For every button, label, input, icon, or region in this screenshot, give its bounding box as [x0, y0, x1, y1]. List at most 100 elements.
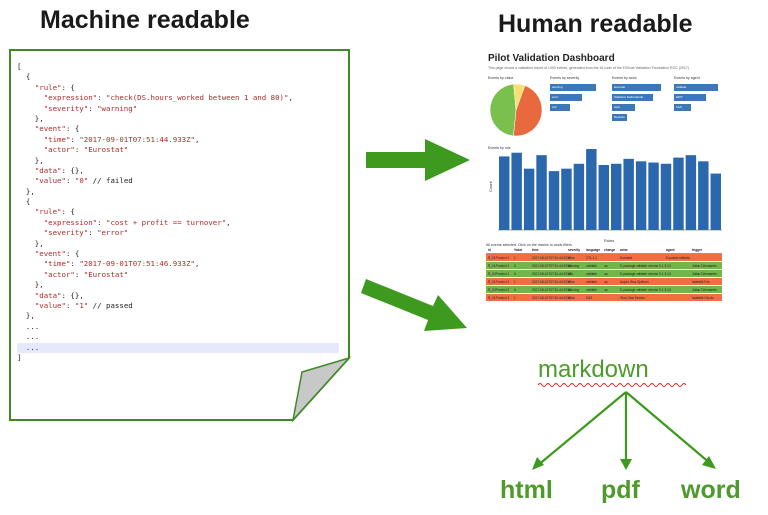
table-cell: R_01Product 2 — [488, 279, 510, 284]
code-line: "time": "2017-09-01T07:51:44.933Z", — [43, 134, 200, 144]
table-cell: error — [568, 279, 575, 284]
bar — [611, 163, 622, 230]
code-line: ... — [17, 321, 40, 331]
table-header-cell: change — [604, 247, 616, 252]
pie-slice — [513, 83, 526, 111]
table-cell: 2017-08-01T07:51:44.933Z — [532, 255, 571, 260]
code-line: ] — [17, 352, 22, 362]
spellcheck-underline — [537, 383, 687, 387]
panel-label-severity: Events by severity — [550, 76, 580, 80]
hbar: Destatis — [612, 114, 627, 121]
panel-label-value: Events by value — [488, 76, 514, 80]
table-cell: E-package validate version 0.1.3.10 — [620, 271, 671, 276]
table-cell: 1 — [514, 255, 516, 260]
bar-ylabel: Count — [488, 180, 493, 192]
table-cell: 0 — [514, 287, 516, 292]
bar — [523, 168, 535, 230]
table-cell: VTL 1.1 — [586, 255, 598, 260]
branch-arrowhead-html — [532, 457, 544, 470]
table-cell: Aujoin Gios Sjolkmn — [620, 279, 649, 284]
table-header-cell: Value — [514, 247, 523, 252]
bar — [660, 163, 672, 230]
table-caption: All events selected. Click on the graphs… — [486, 243, 572, 247]
hbar-label: Eurostat — [614, 85, 626, 89]
hbar: Statistics Netherlands — [612, 94, 653, 101]
hbar-label: validate — [676, 85, 687, 89]
table-header-cell: language — [586, 247, 600, 252]
table-cell: error — [568, 255, 575, 260]
hbar: info — [550, 104, 571, 111]
code-line: }, — [17, 311, 35, 321]
table-header-cell: id — [488, 247, 491, 252]
table-cell: Jullan Demaseter — [692, 263, 717, 268]
code-line: "actor": "Eurostat" — [43, 269, 129, 279]
bar — [536, 155, 547, 230]
hbar-label: Istat — [614, 105, 620, 109]
code-line: "severity": "warning" — [43, 103, 138, 113]
table-cell: Istatistik Fax — [692, 279, 710, 284]
bar — [623, 158, 634, 230]
code-line: "event": { — [34, 124, 80, 134]
code-line: }, — [17, 113, 44, 123]
bar — [698, 161, 709, 230]
validation-dashboard: Pilot Validation Dashboard This page sho… — [484, 50, 734, 305]
bar — [648, 162, 659, 230]
code-line: ... — [17, 332, 40, 342]
code-line: "value": "1" // passed — [34, 300, 133, 310]
table-cell: SAS — [586, 295, 593, 300]
table-cell: E-package validate version 0.1.3.10 — [620, 263, 671, 268]
bar — [573, 163, 585, 230]
bar — [499, 156, 510, 230]
table-cell: Eurostat — [620, 255, 632, 260]
bar — [598, 164, 609, 230]
code-line: ... — [17, 342, 339, 353]
table-cell: info — [568, 271, 574, 276]
table-cell: warning — [568, 263, 580, 268]
code-line: "severity": "error" — [43, 228, 129, 238]
hbar: error — [550, 94, 582, 101]
hbar-severity: warning error info — [550, 84, 608, 134]
bar — [586, 149, 597, 230]
arrow-to-markdown — [361, 279, 467, 331]
table-cell: R_02Product 1 — [488, 271, 510, 276]
table-cell: Gios Gios Verdon — [620, 295, 645, 300]
table-cell: up — [604, 279, 608, 284]
hbar-label: info — [552, 105, 557, 109]
table-header-cell: agent — [666, 247, 675, 252]
bar — [635, 161, 647, 230]
code-line: }, — [17, 238, 44, 248]
table-cell: up — [604, 287, 608, 292]
code-line: "event": { — [34, 249, 80, 259]
table-header-cell: time — [532, 247, 539, 252]
pie-chart — [489, 83, 543, 137]
table-cell: 2017-08-01T07:51:44.933Z — [532, 287, 571, 292]
table-cell: validate — [586, 271, 597, 276]
code-line: "time": "2017-09-01T07:51:46.933Z", — [43, 259, 200, 269]
bar — [673, 157, 684, 230]
hbar-label: SAS — [676, 105, 683, 109]
code-line: "expression": "cost + profit == turnover… — [43, 217, 231, 227]
folded-corner — [291, 356, 352, 423]
table-cell: Istatistik Gio Ac — [692, 295, 714, 300]
bar — [511, 152, 522, 230]
hbar-label: error — [552, 95, 559, 99]
table-cell: E-package validate version 0.1.3.10 — [620, 287, 671, 292]
table-cell: warning — [568, 287, 580, 292]
hbar-label: warning — [552, 85, 563, 89]
table-cell: validate — [586, 263, 597, 268]
hbar: SAS — [674, 104, 692, 111]
table-header-cell: actor — [620, 247, 628, 252]
code-line: "value": "0" // failed — [34, 176, 133, 186]
code-line: "expression": "check(DS.hours_worked bet… — [43, 93, 293, 103]
code-line: }, — [17, 186, 35, 196]
table-cell: Jullan Demaseter — [692, 287, 717, 292]
